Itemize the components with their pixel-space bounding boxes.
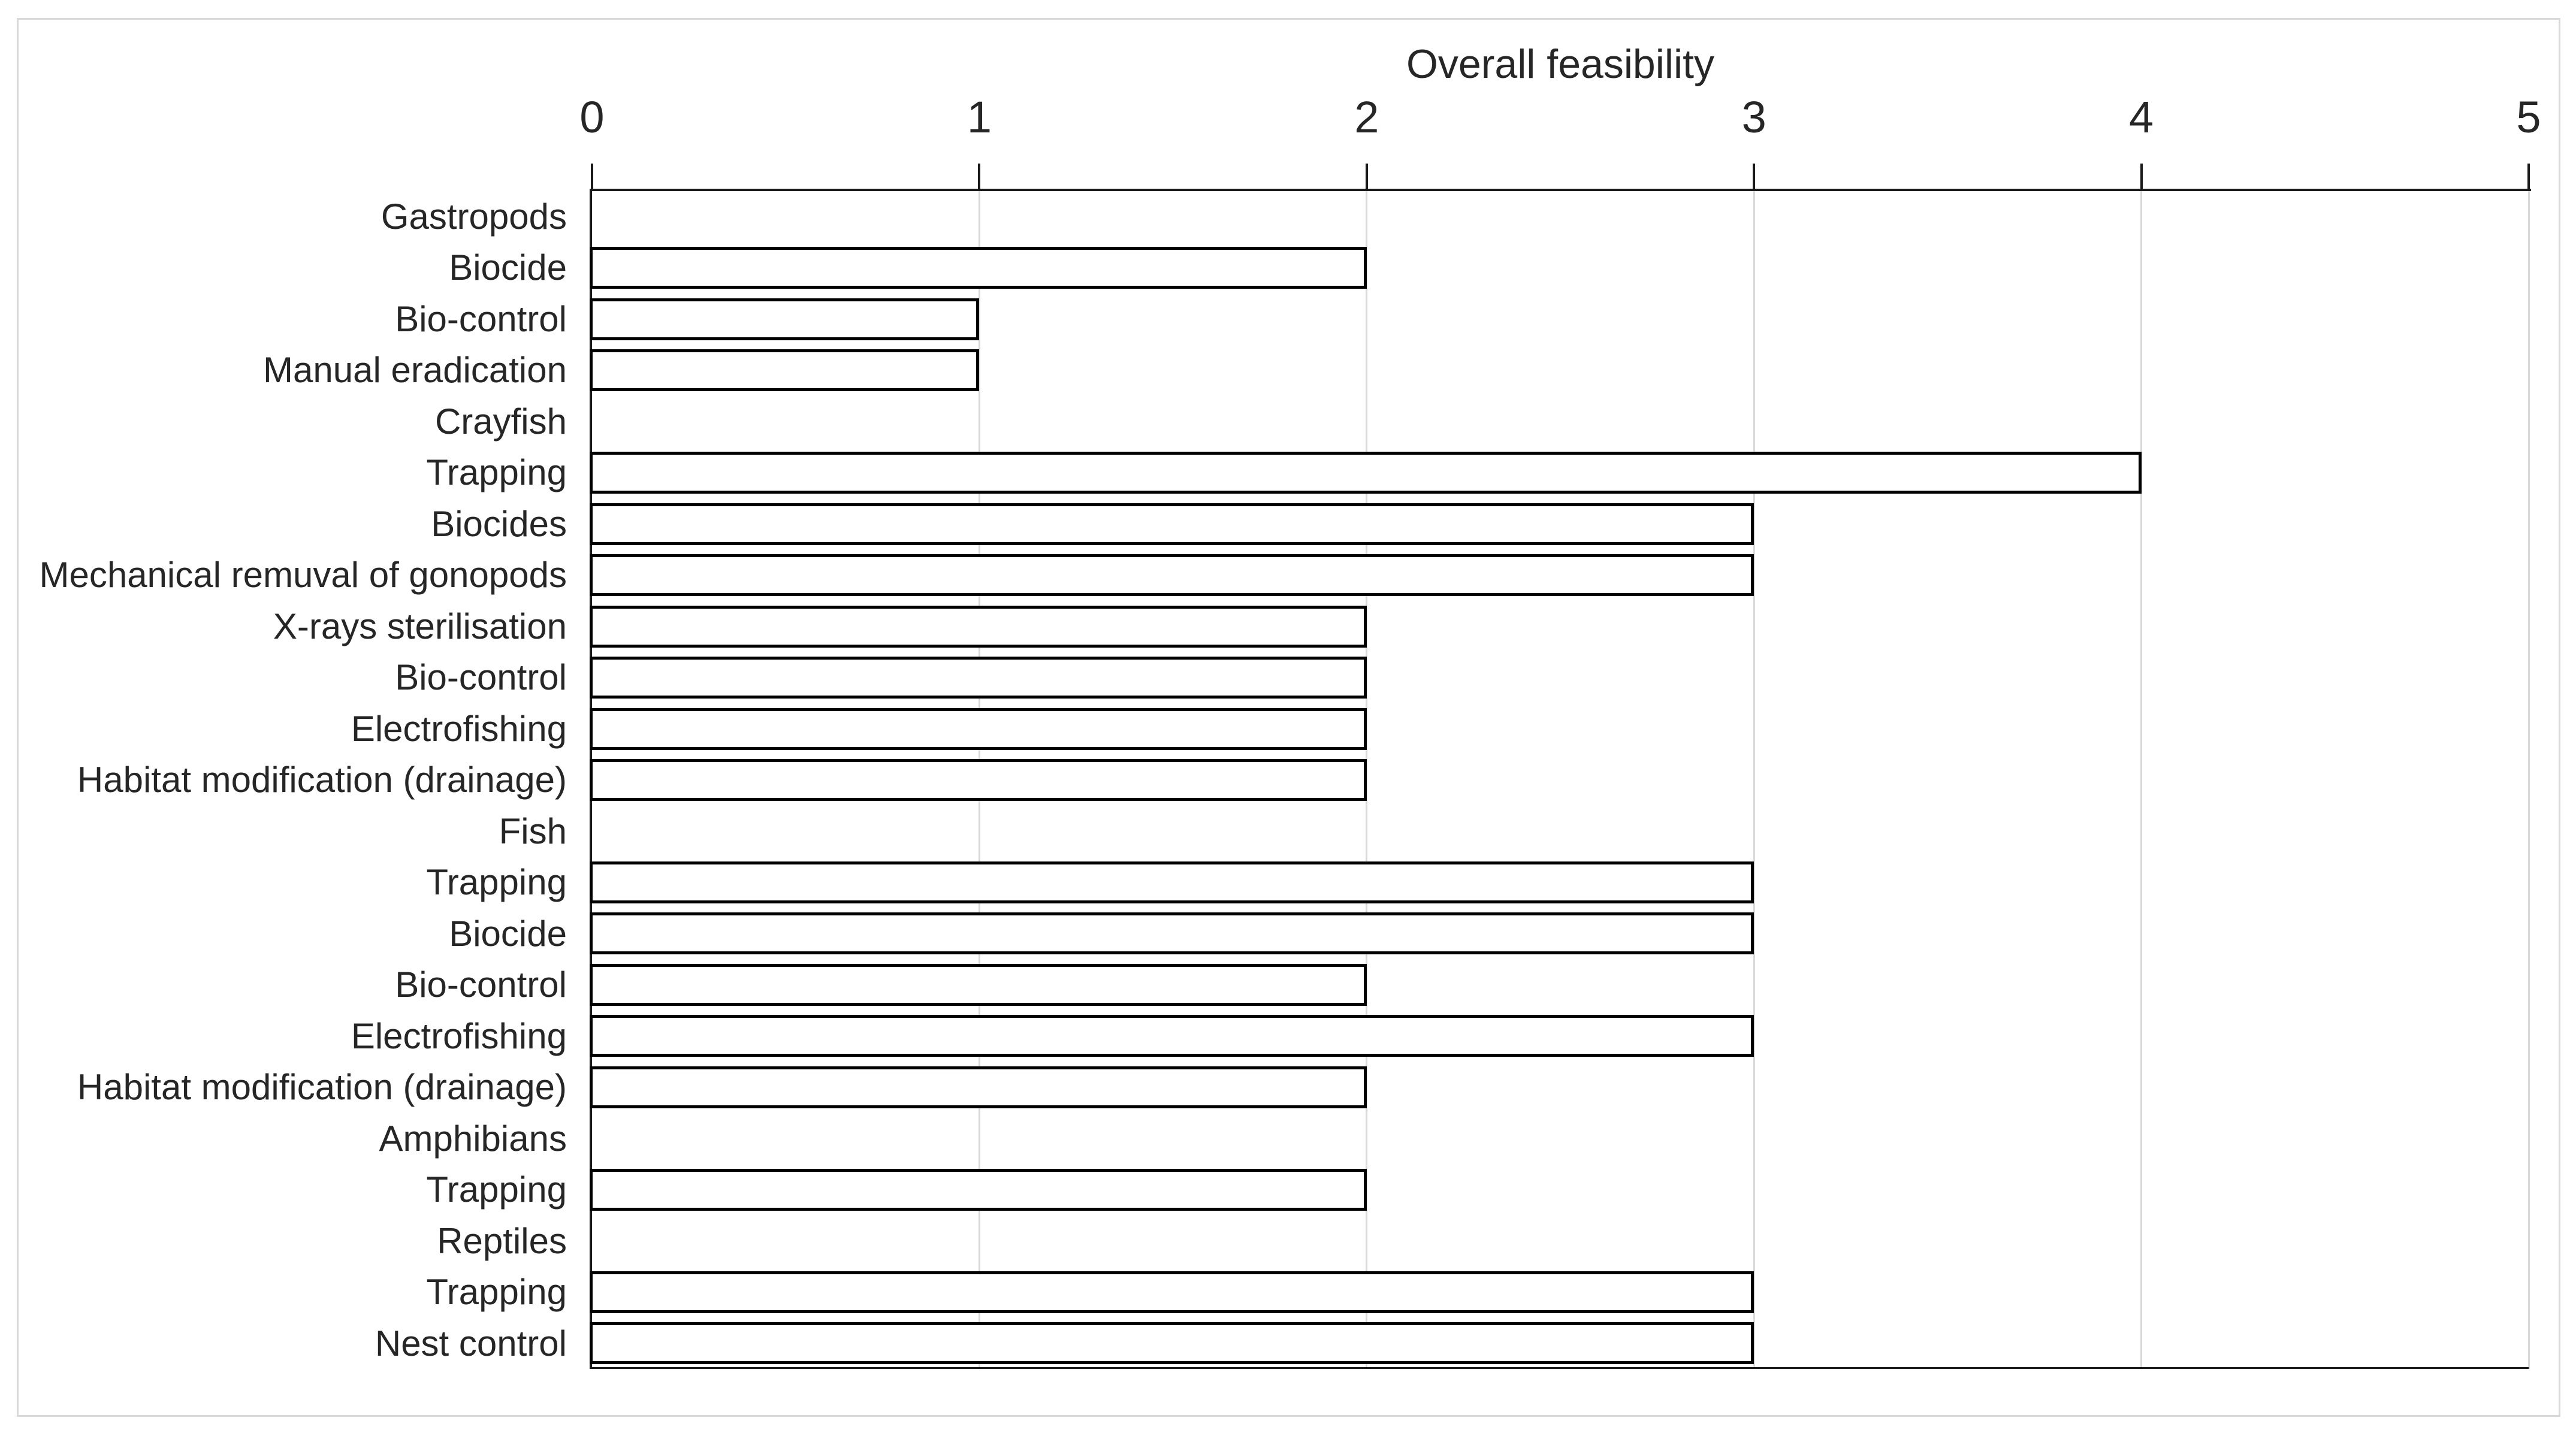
bar <box>590 452 2142 494</box>
bar <box>590 1066 1367 1108</box>
category-label: Trapping <box>426 452 567 493</box>
bar <box>590 1322 1754 1365</box>
category-label: Biocide <box>449 913 567 954</box>
axis-tick-label: 5 <box>2516 92 2541 142</box>
category-label: Bio-control <box>395 657 567 698</box>
bar <box>590 708 1367 750</box>
bar <box>590 503 1754 545</box>
category-label: Bio-control <box>395 298 567 339</box>
bar <box>590 912 1754 955</box>
gridline <box>2527 191 2530 1369</box>
axis-tick-label: 4 <box>2129 92 2154 142</box>
group-header-label: Reptiles <box>437 1220 567 1261</box>
bar <box>590 349 980 392</box>
bar <box>590 1168 1367 1211</box>
category-label: Mechanical remuval of gonopods <box>39 555 567 595</box>
group-header-label: Gastropods <box>380 196 567 237</box>
bar <box>590 861 1754 903</box>
category-label: Habitat modification (drainage) <box>77 760 567 800</box>
axis-tick-label: 3 <box>1741 92 1766 142</box>
axis-tick-mark <box>1753 164 1756 189</box>
axis-tick-mark <box>978 164 981 189</box>
category-label: Electrofishing <box>351 708 567 749</box>
category-label: Bio-control <box>395 965 567 1005</box>
group-header-label: Amphibians <box>379 1118 567 1159</box>
axis-top-line <box>590 189 2531 191</box>
bar <box>590 554 1754 597</box>
category-label: Habitat modification (drainage) <box>77 1067 567 1108</box>
axis-tick-mark <box>591 164 593 189</box>
bar <box>590 1271 1754 1313</box>
category-label: Trapping <box>426 862 567 903</box>
gridline <box>1366 191 1368 1369</box>
gridline <box>2140 191 2143 1369</box>
bar <box>590 298 980 340</box>
chart-title: Overall feasibility <box>1406 41 1714 87</box>
category-label: X-rays sterilisation <box>273 606 567 646</box>
axis-tick-label: 0 <box>579 92 605 142</box>
axis-tick-label: 2 <box>1354 92 1379 142</box>
axis-bottom-line <box>590 1367 2529 1369</box>
bar <box>590 247 1367 289</box>
category-label: Manual eradication <box>263 350 567 391</box>
category-label: Trapping <box>426 1272 567 1313</box>
category-label: Trapping <box>426 1169 567 1210</box>
gridline <box>1753 191 1755 1369</box>
category-label: Biocide <box>449 247 567 288</box>
axis-tick-mark <box>1365 164 1368 189</box>
axis-tick-label: 1 <box>967 92 992 142</box>
category-label: Nest control <box>375 1323 567 1364</box>
figure-border <box>17 18 2560 1417</box>
bar <box>590 1015 1754 1057</box>
category-label: Electrofishing <box>351 1015 567 1056</box>
bar <box>590 759 1367 801</box>
axis-tick-mark <box>2140 164 2143 189</box>
axis-tick-mark <box>2527 164 2530 189</box>
bar <box>590 657 1367 699</box>
bar <box>590 963 1367 1006</box>
category-label: Biocides <box>431 503 567 544</box>
group-header-label: Crayfish <box>434 401 567 442</box>
bar <box>590 605 1367 648</box>
group-header-label: Fish <box>499 811 567 851</box>
